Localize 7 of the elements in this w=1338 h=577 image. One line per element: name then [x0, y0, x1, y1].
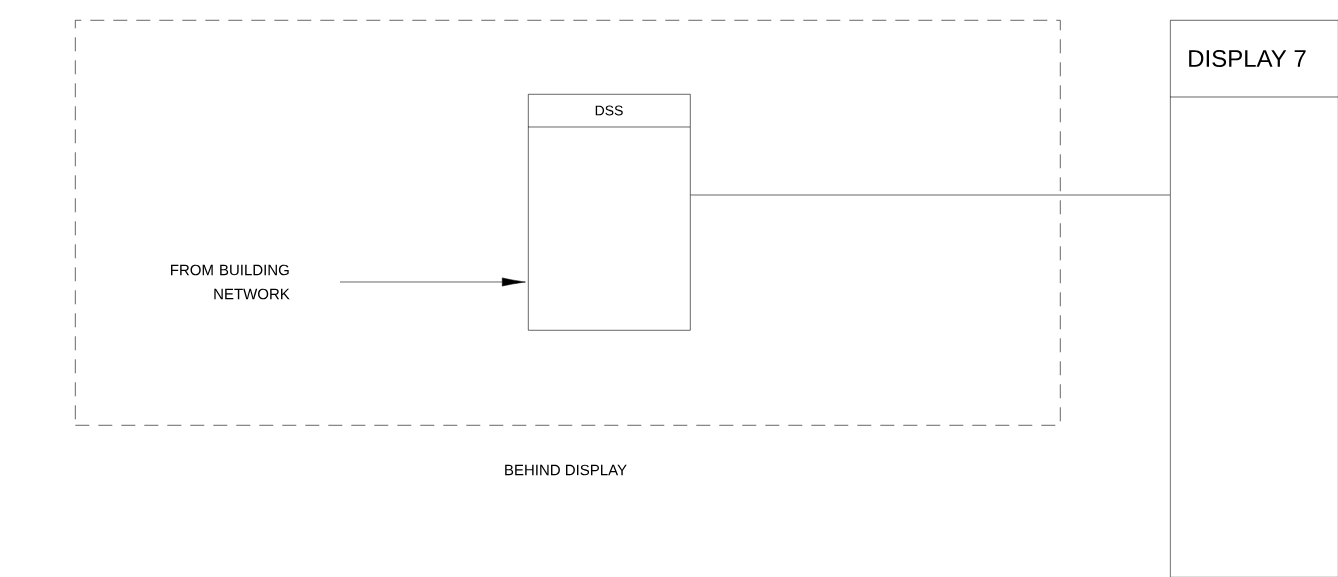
- connector-line: [690, 194, 1171, 196]
- source-label: FROM BUILDING NETWORK: [171, 264, 290, 300]
- device-box: DSS: [527, 94, 691, 331]
- display-box: DISPLAY 7: [1169, 20, 1338, 577]
- connector-line: [339, 277, 526, 287]
- area-label: BEHIND DISPLAY: [505, 464, 627, 476]
- dashed-boundary-box: [75, 20, 1061, 426]
